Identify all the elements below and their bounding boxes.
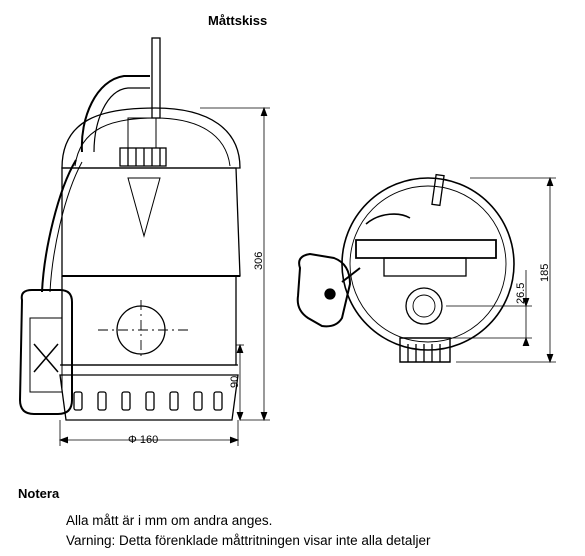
notes-heading: Notera: [18, 486, 60, 501]
note-warning: Varning: Detta förenklade måttritningen …: [66, 533, 431, 548]
top-outlet: [405, 287, 443, 325]
pump-base: [59, 374, 239, 421]
top-outlet-nut: [399, 337, 451, 363]
top-float-switch: [296, 252, 352, 328]
side-dimension-lines: [58, 106, 270, 446]
cable-rod: [151, 37, 161, 119]
drawing-title: Måttskiss: [208, 13, 268, 28]
pump-lower-body: [61, 276, 237, 366]
dim-top-height: 185: [539, 264, 551, 282]
dim-outlet-offset: 26.5: [515, 283, 527, 304]
top-rod: [431, 173, 445, 207]
pump-top-view: [296, 173, 515, 363]
dimension-sketch: 306 90 Φ 160: [18, 37, 556, 446]
dim-lower-height: 90: [229, 376, 241, 388]
pump-body: [61, 167, 241, 277]
pump-side-view: [18, 37, 241, 421]
dim-diameter: Φ 160: [128, 434, 158, 446]
top-handle: [355, 239, 497, 259]
hex-connector: [119, 147, 167, 167]
top-dimension-lines: [446, 176, 556, 364]
float-switch: [18, 289, 73, 415]
pump-dome: [61, 107, 241, 169]
float-cable: [41, 159, 77, 293]
note-units: Alla mått är i mm om andra anges.: [66, 513, 273, 528]
dim-overall-height: 306: [253, 252, 265, 270]
handle-loop: [80, 75, 150, 153]
